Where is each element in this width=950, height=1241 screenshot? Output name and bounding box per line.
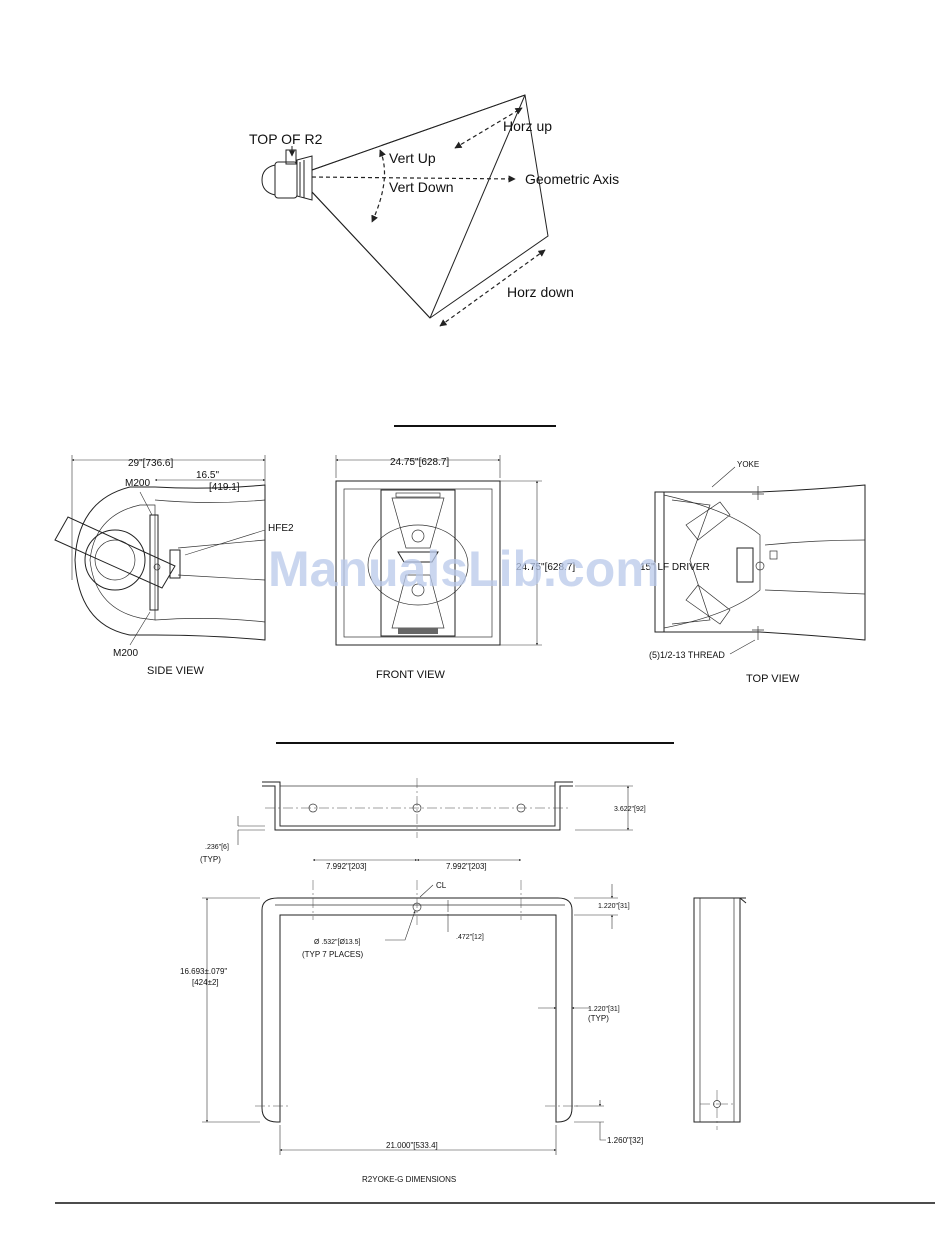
hfe2-label: HFE2	[268, 523, 294, 534]
side-view-drawing: 29"[736.6] 16.5" [419.1] M200 M200 HFE2 …	[54, 455, 294, 677]
yoke-height-dimension: 16.693±.079"	[180, 967, 227, 976]
coverage-diagram: TOP OF R2 Vert Up Vert Down Geometric Ax…	[249, 94, 619, 327]
yoke-hole-typ: (TYP 7 PLACES)	[302, 950, 364, 959]
yoke-dimensions-caption: R2YOKE-G DIMENSIONS	[362, 1175, 456, 1184]
yoke-width-dimension: 21.000"[533.4]	[386, 1141, 438, 1150]
front-height-dimension: 24.75"[628.7]	[516, 562, 575, 573]
yoke-hole-dimension: Ø .532"[Ø13.5]	[314, 939, 361, 946]
yoke-label: YOKE	[737, 460, 759, 469]
front-view-drawing: FRONT VIEW 24.75"[628.7] 24.75"[628.7]	[335, 455, 575, 681]
top-view-caption: TOP VIEW	[746, 673, 800, 685]
yoke-thickness-dimension: .236"[6]	[205, 844, 229, 851]
speaker-icon	[261, 149, 313, 201]
vert-down-label: Vert Down	[389, 179, 454, 195]
front-width-dimension: 24.75"[628.7]	[390, 457, 449, 468]
m200-top-label: M200	[125, 478, 150, 489]
side-depth-mm: [419.1]	[209, 482, 240, 493]
side-width-dimension: 29"[736.6]	[128, 458, 173, 469]
yoke-hole-offset-dimension: .472"[12]	[456, 934, 484, 941]
yoke-spacing-right-dimension: 7.992"[203]	[446, 862, 487, 871]
yoke-arm-width-dimension: 1.220"[31]	[588, 1006, 620, 1013]
top-view-drawing: YOKE (5)1/2-13 THREAD 15" LF DRIVER TOP …	[640, 460, 866, 685]
yoke-spacing-left-dimension: 7.992"[203]	[326, 862, 367, 871]
yoke-thickness-typ: (TYP)	[200, 855, 221, 864]
geometric-axis-label: Geometric Axis	[525, 171, 619, 187]
watermark: ManualsLib.com	[268, 541, 660, 597]
m200-bottom-label: M200	[113, 648, 138, 659]
centerline-label: CL	[436, 881, 447, 890]
vert-up-label: Vert Up	[389, 150, 436, 166]
lf-driver-label: 15" LF DRIVER	[640, 562, 710, 573]
top-of-r2-label: TOP OF R2	[249, 131, 323, 147]
horz-up-label: Horz up	[503, 118, 552, 134]
yoke-plan-drawing: 3.622"[92] .236"[6] (TYP)	[200, 778, 646, 864]
yoke-height-mm: [424±2]	[192, 978, 219, 987]
vertical-coverage-arc	[371, 149, 386, 223]
horz-up-arrow	[454, 107, 523, 149]
geometric-axis-line	[311, 175, 516, 183]
yoke-elevation-drawing: 7.992"[203] 7.992"[203] CL 1.220"[31] .4…	[180, 858, 643, 1184]
yoke-arm-typ: (TYP)	[588, 1014, 609, 1023]
yoke-side-drawing	[693, 897, 747, 1130]
side-depth-dimension: 16.5"	[196, 470, 219, 481]
horz-down-arrow	[439, 249, 546, 327]
side-view-caption: SIDE VIEW	[147, 665, 204, 677]
yoke-bottom-dimension: 1.260"[32]	[607, 1136, 643, 1145]
front-view-caption: FRONT VIEW	[376, 669, 445, 681]
horz-down-label: Horz down	[507, 284, 574, 300]
yoke-height-plan-dimension: 3.622"[92]	[614, 806, 646, 813]
thread-label: (5)1/2-13 THREAD	[649, 650, 725, 660]
yoke-flange-top-dimension: 1.220"[31]	[598, 903, 630, 910]
